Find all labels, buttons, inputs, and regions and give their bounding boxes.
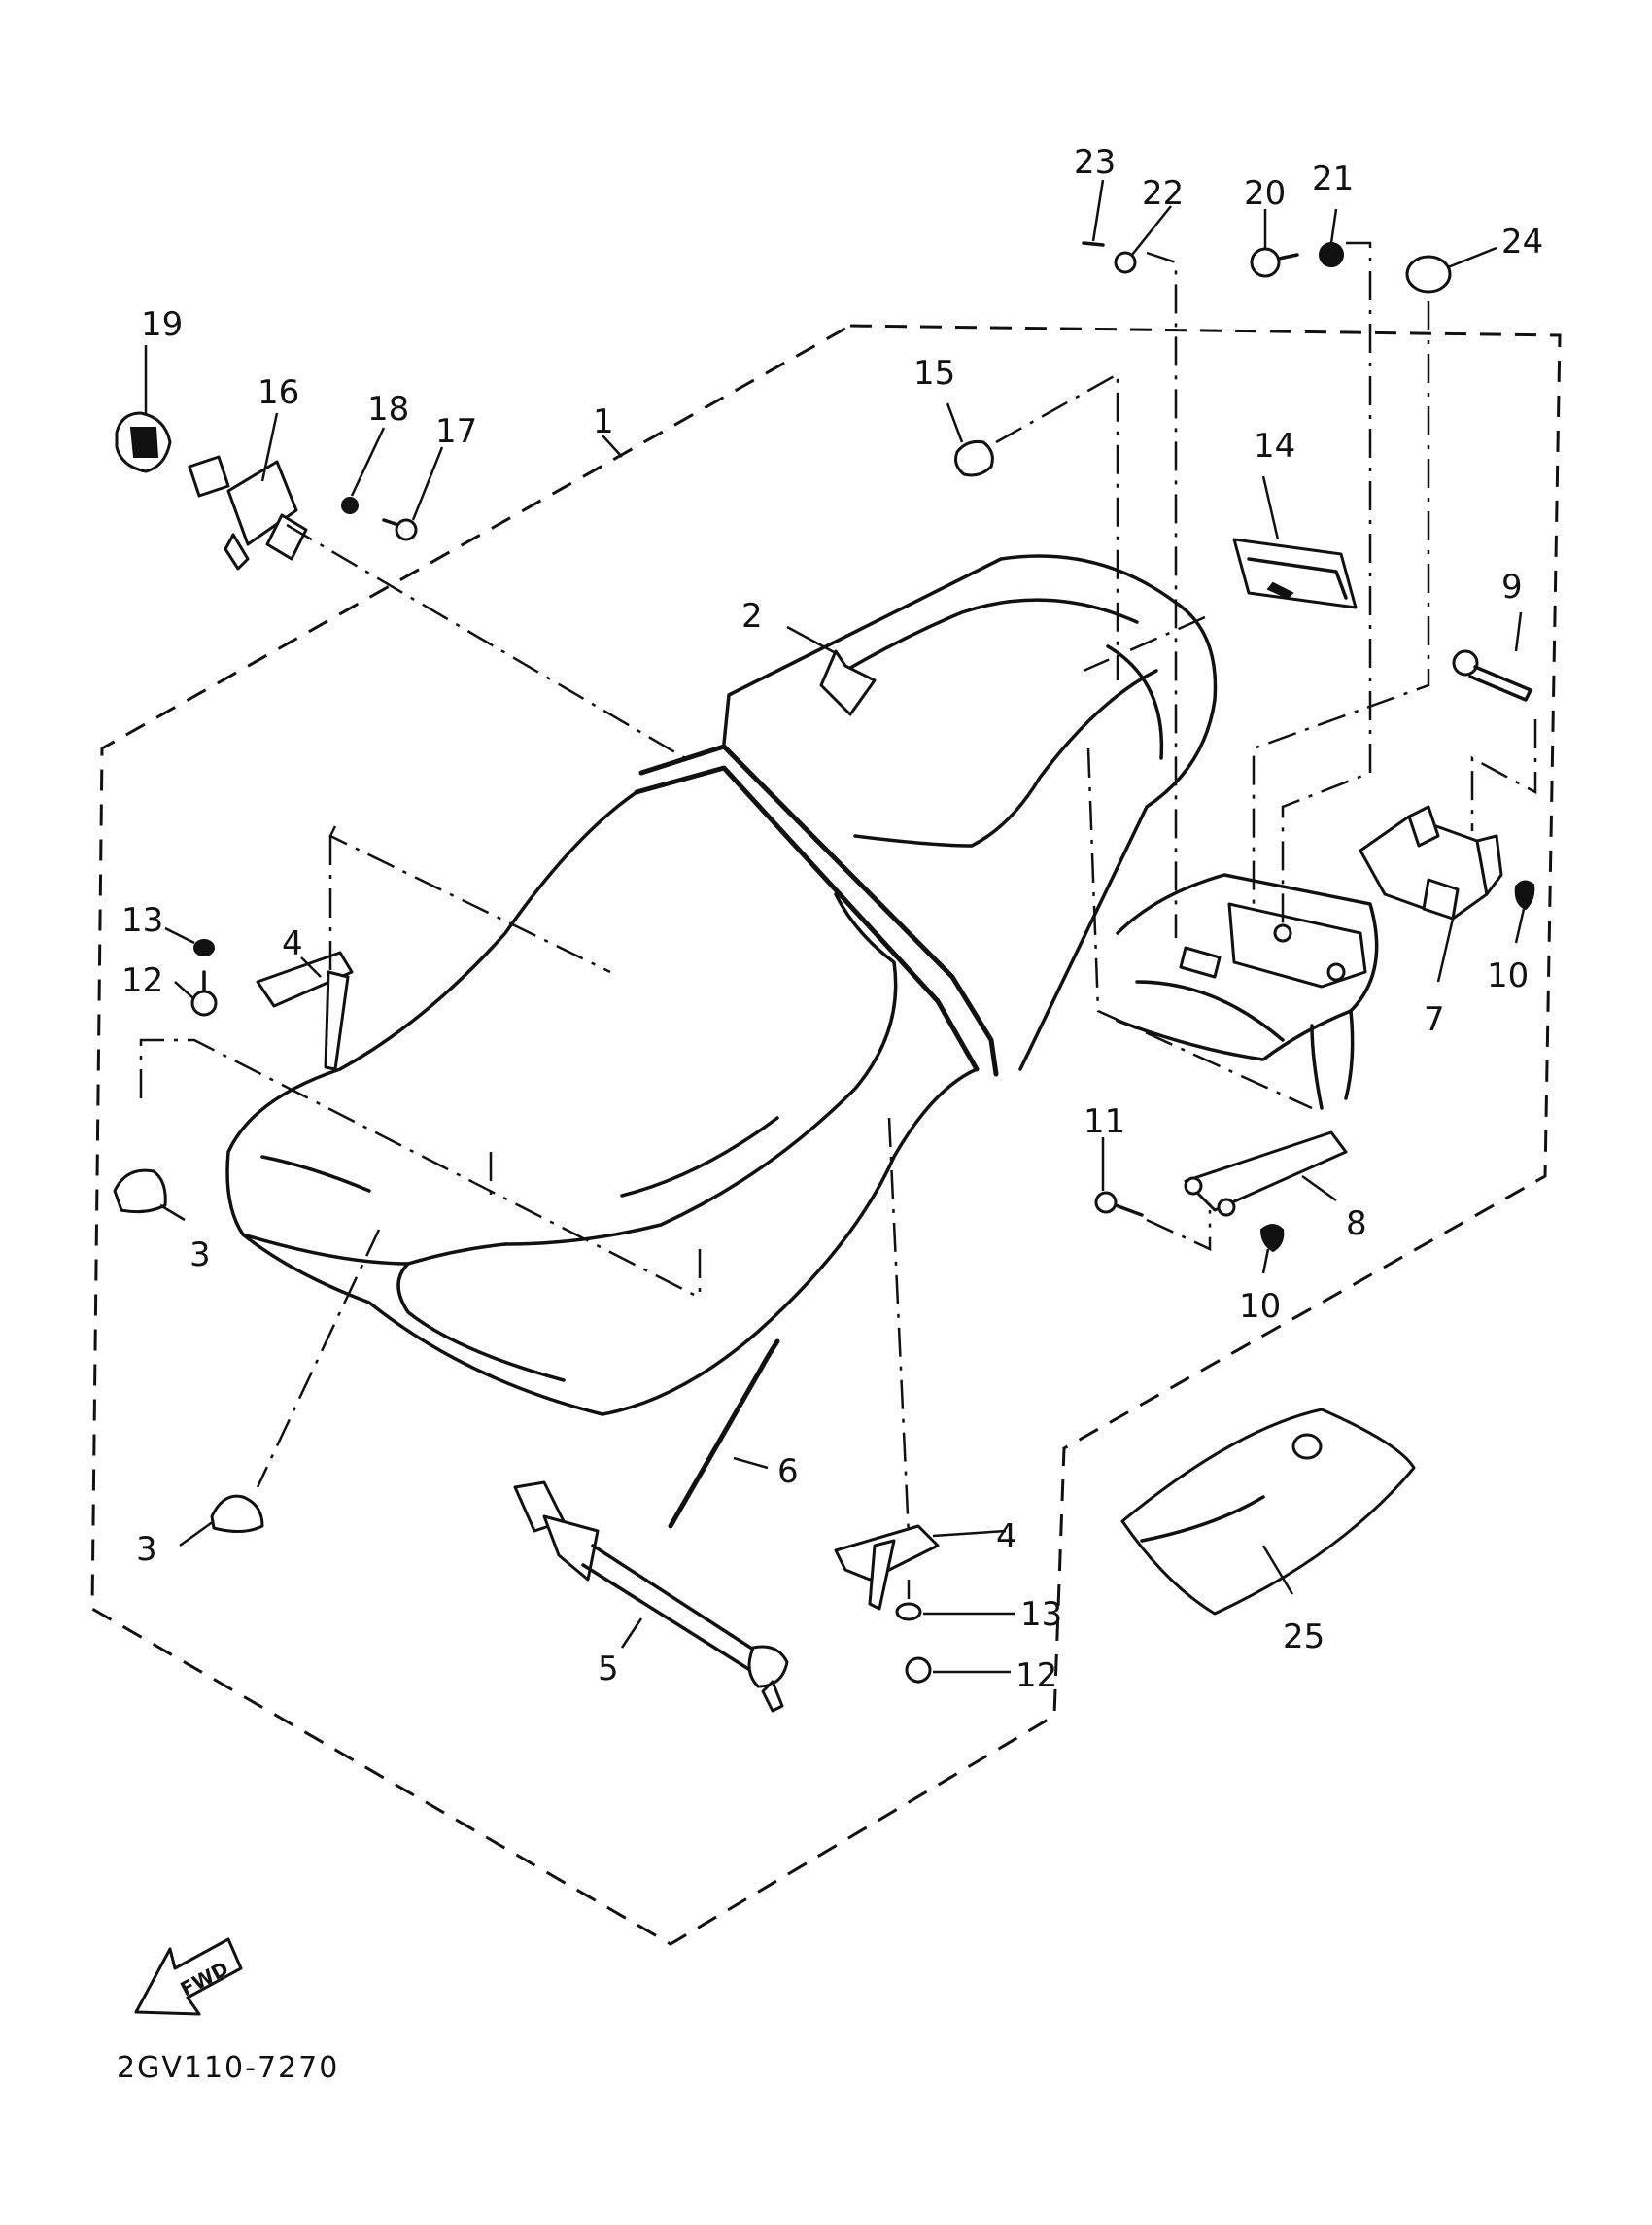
washer-22 [1114, 251, 1137, 274]
nut-21 [1319, 242, 1344, 267]
label-3-upper: 3 [189, 1235, 211, 1274]
lock-shaft [513, 1480, 789, 1713]
spring-rod [668, 1338, 780, 1529]
grab-strap-tab [819, 649, 877, 716]
label-8: 8 [1346, 1204, 1367, 1243]
label-11: 11 [1084, 1102, 1125, 1141]
pin [1082, 241, 1105, 247]
part-labels: 1 2 3 3 4 4 5 6 7 8 9 10 10 11 12 12 13 … [121, 143, 1543, 1695]
label-22: 22 [1142, 174, 1184, 213]
label-2: 2 [741, 597, 763, 636]
label-17: 17 [435, 412, 477, 451]
label-20: 20 [1244, 174, 1286, 213]
label-14: 14 [1254, 427, 1295, 466]
label-15: 15 [913, 354, 955, 393]
label-25: 25 [1283, 1617, 1325, 1656]
label-18: 18 [367, 390, 409, 429]
bolt-11 [1094, 1191, 1144, 1217]
nut-10-lower [1259, 1224, 1285, 1253]
label-3-lower: 3 [136, 1530, 157, 1569]
screw [382, 518, 418, 541]
bracket-4-upper [256, 951, 354, 1071]
bracket-4-lower [834, 1524, 940, 1611]
washer-13-lower [895, 1602, 922, 1621]
washer-13-upper [193, 939, 215, 956]
seat-lock [188, 455, 308, 571]
cap-24 [1405, 255, 1452, 294]
routing-lines [139, 241, 1537, 1599]
label-9: 9 [1501, 568, 1523, 607]
label-10-upper: 10 [1487, 956, 1529, 995]
label-16: 16 [258, 373, 299, 412]
label-5: 5 [598, 1650, 619, 1688]
seat [225, 554, 1218, 1416]
damper-3-lower [210, 1494, 264, 1533]
reflector [1232, 538, 1358, 609]
label-12-upper: 12 [121, 961, 163, 1000]
label-1: 1 [593, 402, 614, 441]
label-4-upper: 4 [282, 924, 303, 963]
label-24: 24 [1501, 223, 1543, 261]
label-13-lower: 13 [1020, 1595, 1062, 1634]
assembly-boundary [90, 324, 1562, 1946]
label-19: 19 [141, 305, 183, 344]
label-23: 23 [1074, 143, 1116, 182]
damper-3-upper [113, 1168, 167, 1214]
hinge-bracket [1359, 805, 1503, 921]
label-13-upper: 13 [121, 901, 163, 940]
label-6: 6 [777, 1452, 799, 1491]
nut [954, 440, 994, 477]
lock-cap [115, 411, 172, 473]
nut-10-upper [1514, 880, 1535, 911]
storage-pouch [1120, 1408, 1416, 1616]
drawing-code: 2GV110-7270 [117, 2051, 339, 2085]
seat-stay [1184, 1130, 1348, 1217]
label-7: 7 [1424, 1000, 1445, 1039]
label-21: 21 [1312, 159, 1354, 198]
label-12-lower: 12 [1015, 1656, 1057, 1695]
washer [341, 497, 359, 514]
forward-arrow-icon: FWD [134, 1937, 243, 2016]
label-4-lower: 4 [996, 1517, 1017, 1556]
label-10-lower: 10 [1239, 1287, 1281, 1326]
bolt-9 [1452, 649, 1532, 702]
bolt-12-lower [905, 1656, 932, 1684]
seat-base-frame [1116, 873, 1379, 1110]
bolt-12-upper [190, 970, 218, 1017]
bolt-20 [1250, 247, 1299, 278]
leader-lines [144, 179, 1526, 1674]
